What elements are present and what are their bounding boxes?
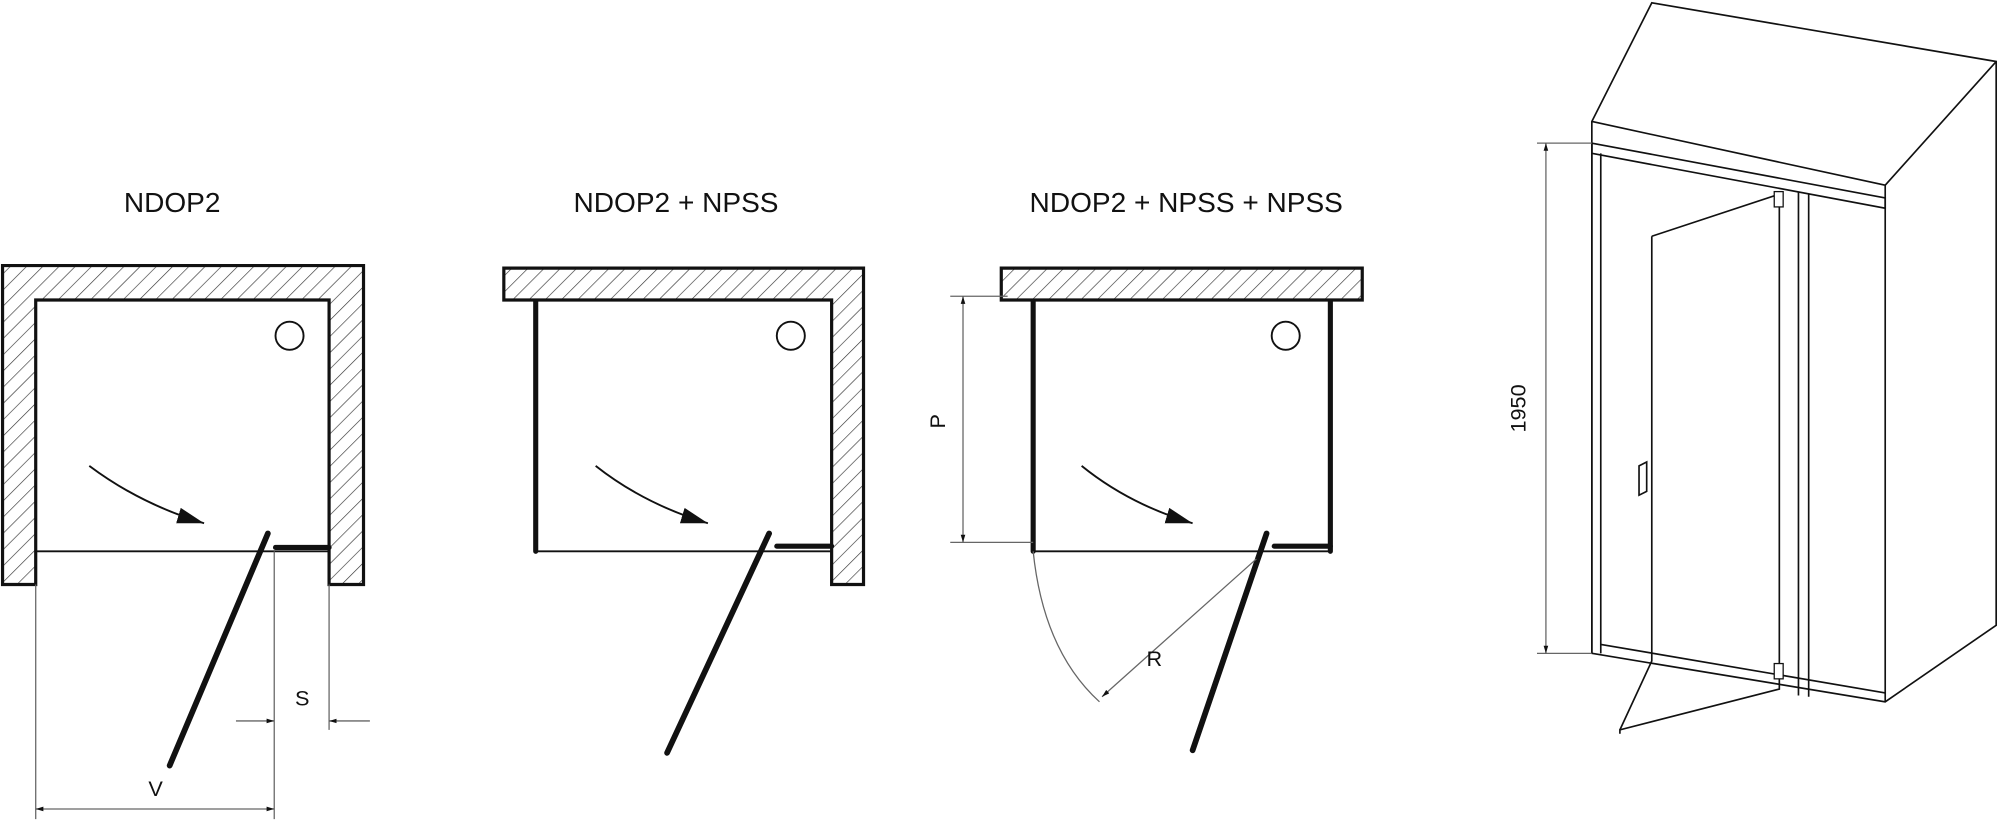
- label-height: 1950: [1506, 384, 1531, 432]
- door-leaf: [664, 530, 773, 756]
- diagram-title: NDOP2: [124, 187, 221, 218]
- handle-icon: [1638, 460, 1648, 497]
- diagram-ndop2: NDOP2 V S: [0, 187, 370, 820]
- wall: [0, 263, 366, 587]
- label-v: V: [148, 776, 163, 801]
- dimension-r: [1101, 558, 1257, 698]
- wall: [502, 266, 866, 587]
- label-p: P: [925, 414, 950, 428]
- drain-icon: [274, 320, 305, 351]
- door-leaf: [166, 530, 271, 769]
- open-door: [1619, 193, 1781, 734]
- hinge-icon: [1773, 190, 1784, 208]
- swing-arrow-icon: [595, 465, 709, 525]
- diagram-title: NDOP2 + NPSS: [574, 187, 779, 218]
- perspective-view: 1950: [1506, 1, 1998, 734]
- label-s: S: [295, 686, 309, 711]
- door-leaf: [1189, 530, 1270, 754]
- swing-arrow-icon: [88, 465, 205, 525]
- swing-arrow-icon: [1081, 465, 1193, 525]
- swing-arc: [1032, 551, 1100, 703]
- drain-icon: [1270, 320, 1301, 351]
- label-r: R: [1147, 646, 1163, 671]
- wall: [999, 266, 1364, 302]
- diagram-ndop2-npss-npss: NDOP2 + NPSS + NPSS R P: [925, 187, 1364, 754]
- diagram-title: NDOP2 + NPSS + NPSS: [1030, 187, 1343, 218]
- drain-icon: [775, 320, 806, 351]
- diagram-ndop2-npss: NDOP2 + NPSS: [502, 187, 866, 756]
- hinge-icon: [1773, 662, 1784, 680]
